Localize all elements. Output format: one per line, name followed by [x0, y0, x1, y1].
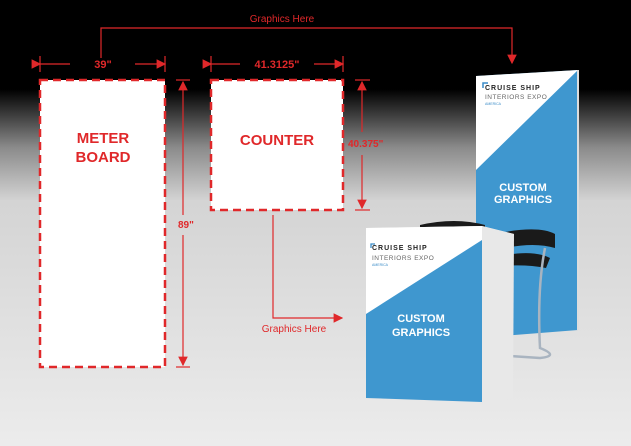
banner-brand-line3: AMERICA [485, 102, 502, 106]
brand-logo-icon [482, 82, 488, 88]
brand-logo-icon [370, 243, 375, 248]
banner-brand-line2: INTERIORS EXPO [485, 94, 547, 101]
counter-unit: CRUISE SHIP INTERIORS EXPO AMERICA CUSTO… [366, 226, 514, 402]
counter-brand-line1: CRUISE SHIP [372, 245, 428, 252]
counter-graphic-line1: CUSTOM [397, 313, 444, 325]
counter-height-dimension [355, 79, 370, 211]
counter-label: COUNTER [240, 132, 314, 149]
counter-width-label: 41.3125" [255, 59, 300, 71]
meter-board-label-2: BOARD [76, 149, 131, 166]
counter-area [209, 78, 345, 212]
counter-width-dimension [202, 56, 345, 72]
counter-height-label: 40.375" [348, 139, 384, 150]
meter-height-dimension [176, 79, 190, 368]
graphics-here-top-callout: Graphics Here [100, 14, 517, 65]
banner-graphic-line1: CUSTOM [499, 182, 546, 194]
counter-graphic-line2: GRAPHICS [392, 327, 450, 339]
banner-graphic-line2: GRAPHICS [494, 194, 552, 206]
counter-brand-line2: INTERIORS EXPO [372, 255, 434, 262]
meter-width-dimension [31, 56, 167, 72]
meter-board-area [38, 78, 167, 369]
graphics-here-bottom-arrow [272, 215, 344, 323]
meter-width-label: 39" [94, 59, 111, 71]
graphics-here-top-label: Graphics Here [250, 14, 315, 25]
graphics-here-bottom-label: Graphics Here [262, 324, 327, 335]
counter-brand-line3: AMERICA [372, 263, 389, 267]
meter-height-label: 89" [178, 220, 194, 231]
meter-board-label-1: METER [77, 130, 130, 147]
banner-brand-line1: CRUISE SHIP [485, 85, 541, 92]
